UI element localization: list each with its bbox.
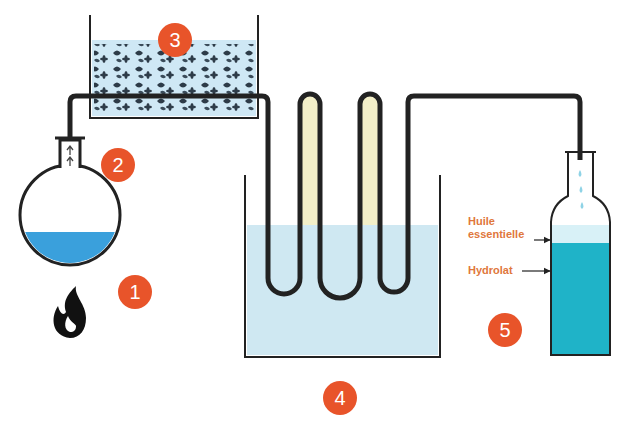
callout-number: 1	[129, 282, 140, 302]
steam-arrows	[67, 146, 73, 166]
collection-bottle	[551, 152, 610, 355]
callout-number: 3	[169, 30, 180, 50]
essential-oil-layer	[552, 225, 609, 243]
product-label: Huile essentielle	[468, 215, 542, 241]
flask-water	[20, 232, 120, 272]
callout-number: 4	[334, 388, 345, 408]
heat-flame	[54, 286, 86, 338]
callout-circle: 3	[158, 23, 192, 57]
leader-arrow	[534, 239, 550, 240]
condenser-column	[362, 96, 378, 225]
product-label: Hydrolat	[468, 264, 538, 277]
cooling-bath	[245, 175, 440, 357]
callout-circle: 1	[118, 275, 152, 309]
callout-circle: 5	[488, 313, 522, 347]
bottle-lip	[565, 151, 596, 153]
flask-neck	[60, 140, 80, 168]
callout-circle: 4	[323, 381, 357, 415]
drops	[579, 170, 584, 209]
condenser-column	[302, 96, 318, 225]
plant-container	[90, 15, 258, 118]
flask-lip	[55, 137, 85, 140]
callout-circle: 2	[101, 148, 135, 182]
hydrolat-layer	[552, 243, 609, 354]
callout-number: 5	[499, 320, 510, 340]
distillation-tube	[70, 94, 580, 298]
leader-arrow	[522, 270, 550, 271]
callout-number: 2	[112, 155, 123, 175]
